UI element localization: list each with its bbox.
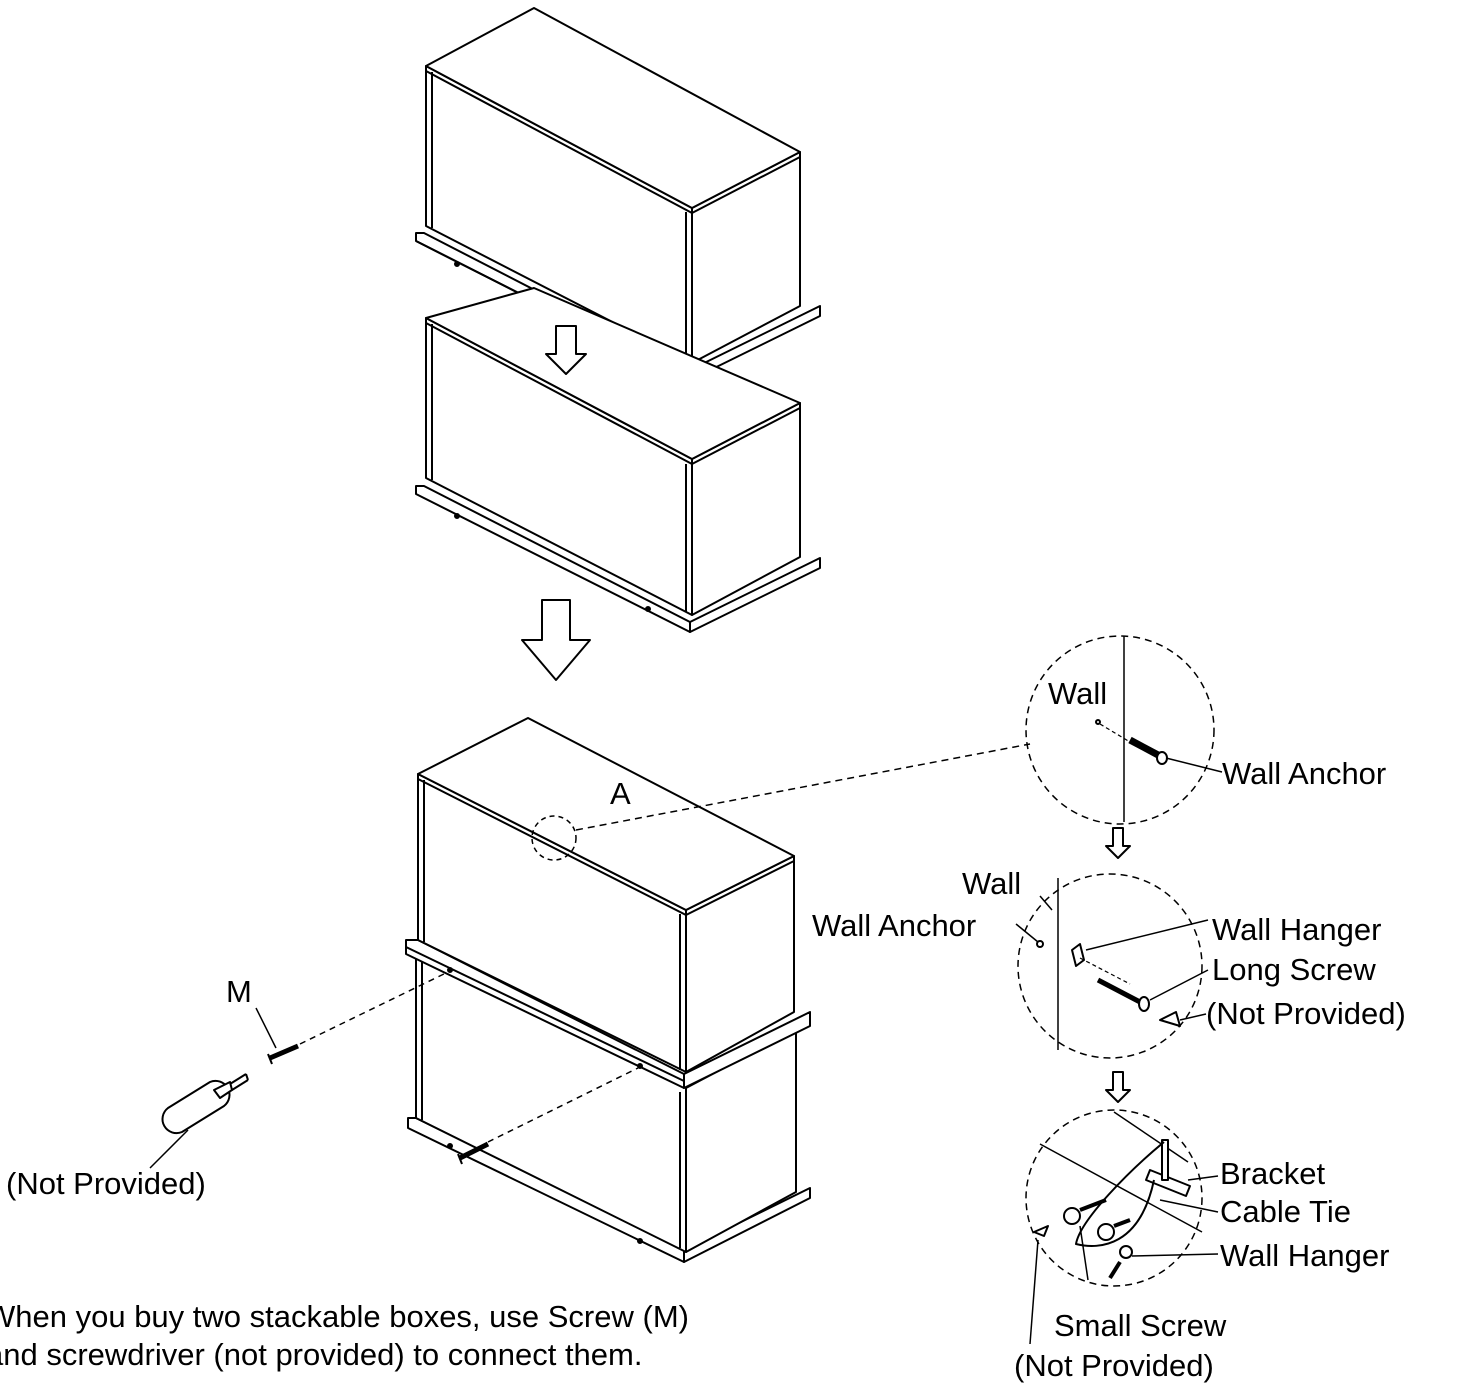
screw-guide-lines [299,971,639,1143]
caption-line-1: When you buy two stackable boxes, use Sc… [0,1299,689,1334]
leader-m [255,1007,277,1049]
lower-storage-box [415,287,821,633]
detail-a-marker [531,743,1031,861]
screwdriver-not-provided-label: (Not Provided) [6,1166,206,1201]
bracket-label: Bracket [1220,1156,1326,1191]
wall-label: Wall [1048,676,1108,711]
wall-hanger-label-2: Wall Hanger [1220,1238,1390,1273]
small-screw-label: Small Screw [1054,1308,1227,1343]
detail-wall-anchor [1025,635,1223,825]
wall-anchor-label: Wall Anchor [1222,756,1387,791]
stacked-boxes-assembly [405,717,811,1263]
wall-anchor-label-2: Wall Anchor [812,908,977,943]
small-screw-not-provided-label: (Not Provided) [1014,1348,1214,1383]
leader-screwdriver [149,1129,189,1169]
screw-lower-icon [457,1141,490,1165]
screwdriver-icon [161,1073,249,1135]
cable-tie-label: Cable Tie [1220,1194,1351,1229]
long-screw-label: Long Screw [1212,952,1376,987]
detail-a-label: A [610,776,631,811]
down-arrow-large [521,599,591,681]
down-arrow-small [545,325,587,375]
instruction-caption: When you buy two stackable boxes, use Sc… [0,1298,689,1374]
screw-m-icon [267,1043,299,1065]
caption-line-2: and screwdriver (not provided) to connec… [0,1336,643,1372]
detail-wall-hanger [1015,873,1209,1059]
wall-label-2: Wall [962,866,1022,901]
wall-hanger-label: Wall Hanger [1212,912,1382,947]
down-arrow-detail-2 [1105,1071,1131,1103]
down-arrow-detail-1 [1105,827,1131,859]
screw-m-label: M [226,974,252,1009]
drill-not-provided-label: (Not Provided) [1206,996,1406,1031]
detail-bracket-cable-tie [1025,1109,1219,1345]
